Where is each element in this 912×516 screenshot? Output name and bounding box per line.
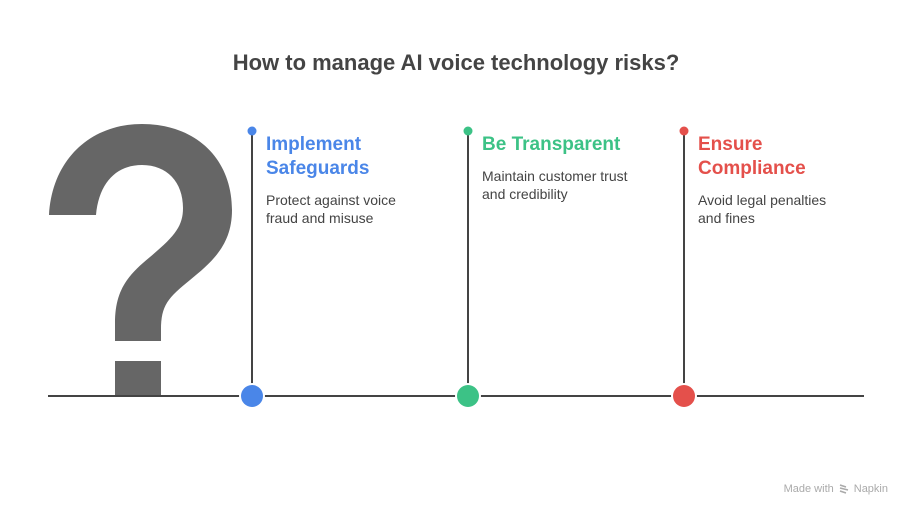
question-mark-dot — [115, 361, 161, 396]
step-marker-2 — [455, 126, 481, 409]
made-with-label: Made with — [783, 483, 834, 495]
step-marker-1 — [239, 126, 265, 409]
question-mark-icon — [49, 124, 232, 341]
page-title: How to manage AI voice technology risks? — [232, 50, 680, 75]
step-title: Be Transparent — [482, 134, 621, 155]
made-with-napkin[interactable]: Made with Napkin — [784, 483, 888, 495]
step-marker-3 — [671, 126, 697, 409]
napkin-brand: Napkin — [853, 483, 888, 495]
napkin-logo-icon — [839, 484, 848, 494]
